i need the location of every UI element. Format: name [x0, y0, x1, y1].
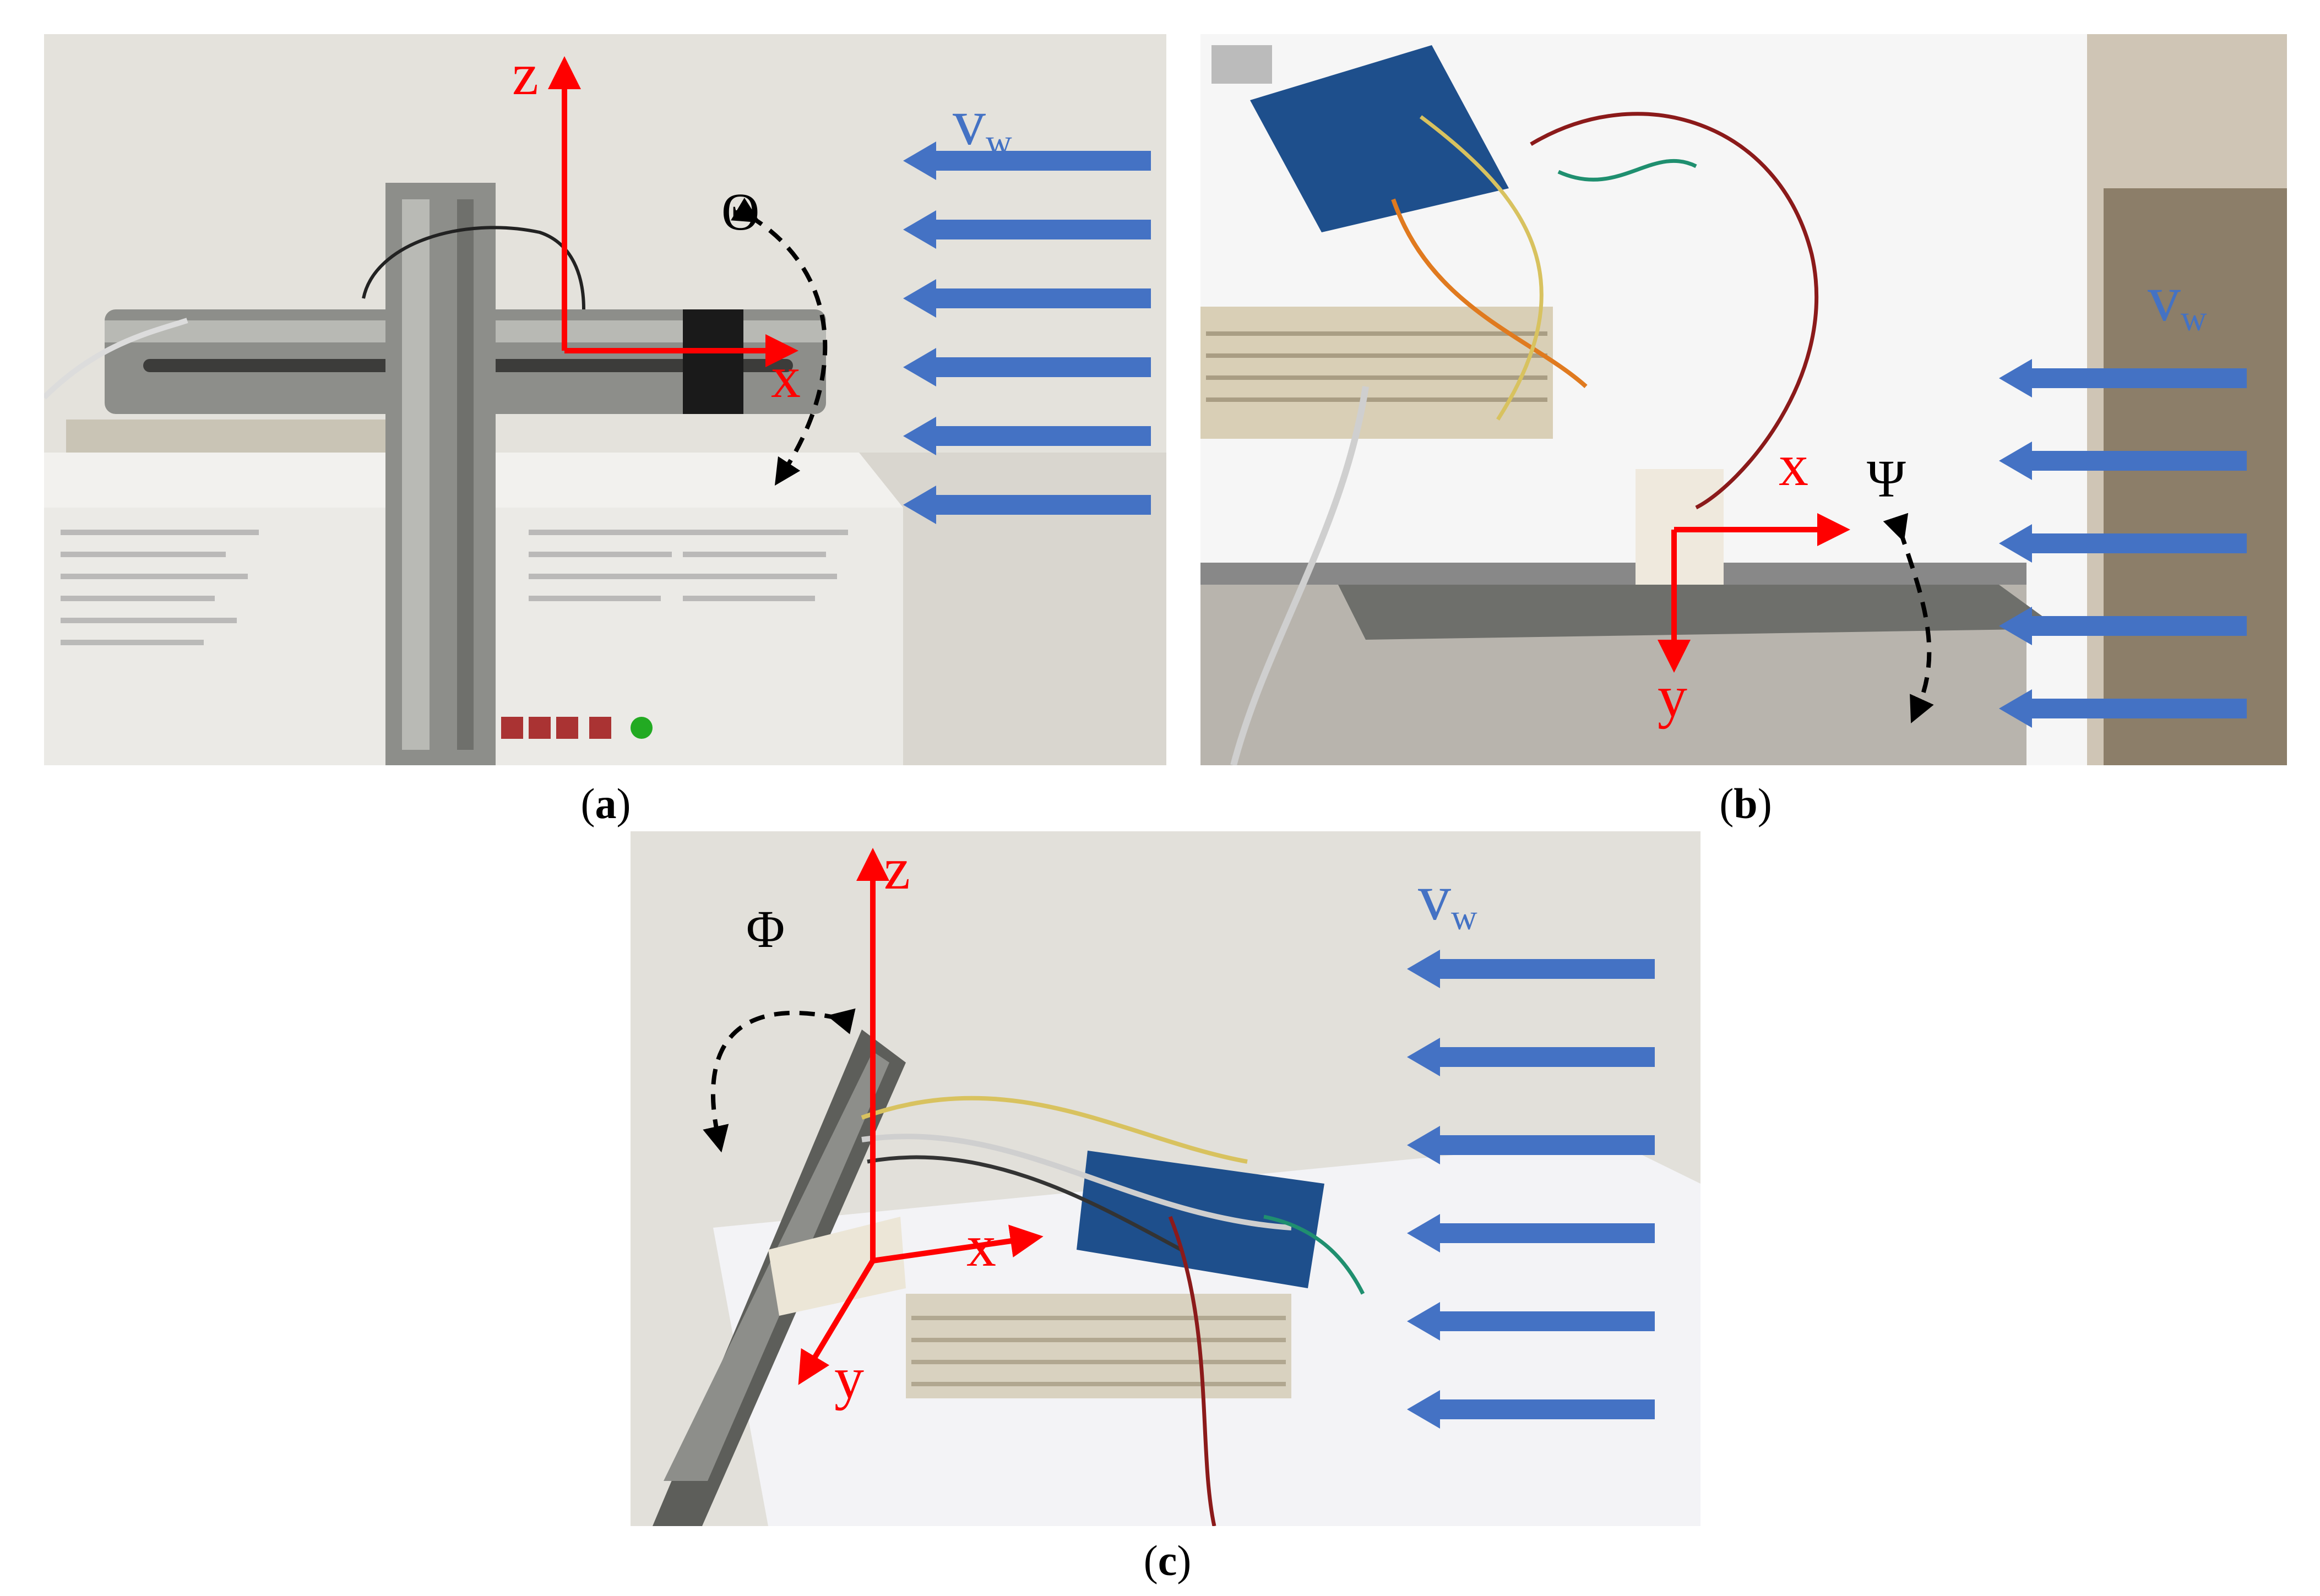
- caption-a: (a): [580, 780, 631, 827]
- axis-label-x: x: [1779, 433, 1808, 498]
- photo-panel-b: x y Ψ vw: [1200, 34, 2287, 765]
- axis-label-y: y: [1658, 664, 1687, 729]
- axis-label-z: z: [512, 42, 539, 107]
- photo-panel-a: z x Θ vw: [44, 34, 1166, 765]
- axis-label-x: x: [771, 345, 801, 410]
- axis-label-y: y: [834, 1346, 864, 1411]
- photo-a-scene: [44, 34, 1166, 765]
- angle-label-theta: Θ: [721, 182, 760, 241]
- caption-b: (b): [1719, 780, 1772, 827]
- wind-velocity-label: vw: [953, 85, 1012, 162]
- photo-panel-c: z x y Φ vw: [631, 831, 1700, 1526]
- axis-label-x: x: [966, 1213, 996, 1279]
- box-logos: [501, 717, 653, 739]
- axis-label-z: z: [884, 836, 910, 902]
- wind-velocity-label: vw: [2148, 262, 2207, 339]
- wind-velocity-label: vw: [1418, 860, 1477, 938]
- angle-label-psi: Ψ: [1867, 449, 1906, 508]
- wind-arrows: [1407, 950, 1655, 1429]
- wind-arrows: [1999, 359, 2247, 728]
- photo-c-scene: [631, 831, 1700, 1526]
- photo-b-scene: [1200, 34, 2287, 765]
- wind-arrows: [903, 141, 1151, 524]
- angle-label-phi: Φ: [746, 900, 785, 958]
- caption-c: (c): [1143, 1537, 1192, 1584]
